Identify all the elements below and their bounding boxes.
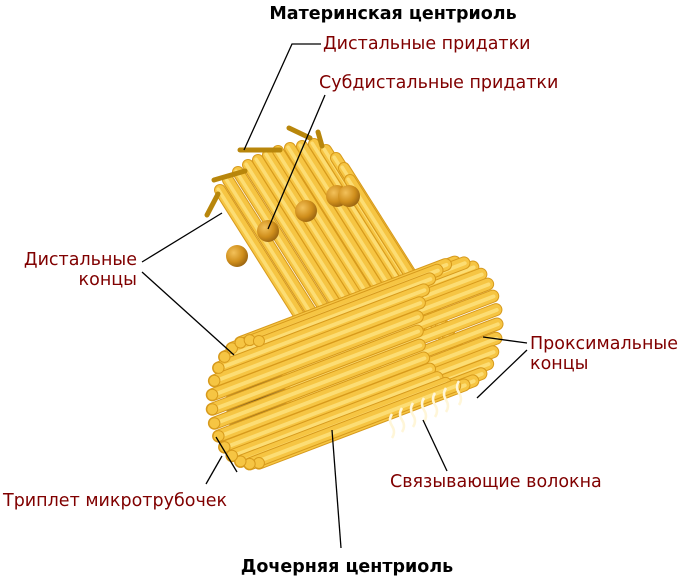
triplet-cross-section [218, 441, 231, 454]
title-mother-centriole: Материнская центриоль [269, 4, 516, 24]
daughter-microtubule [205, 310, 424, 402]
connecting-fiber [409, 402, 417, 428]
daughter-microtubule [225, 371, 444, 463]
daughter-microtubule [243, 379, 462, 471]
leader-distal-ends-a [141, 212, 223, 263]
connecting-fibers [388, 380, 463, 439]
connecting-fiber [398, 407, 406, 433]
distal-appendage [204, 191, 221, 218]
subdistal-appendage [226, 245, 248, 267]
leader-distal-ends-b [141, 271, 235, 356]
label-distal-ends-1: Дистальные [24, 250, 137, 270]
triplet-cross-section [218, 350, 231, 363]
connecting-fiber [420, 397, 428, 423]
subdistal-appendages-group [226, 185, 360, 267]
leader-subdistal-appendages [267, 94, 326, 230]
daughter-microtubule [212, 283, 431, 375]
leader-lines [141, 43, 528, 549]
triplet-cross-section [206, 388, 219, 401]
triplet-cross-section [212, 430, 225, 443]
leader-triplet-a [205, 455, 223, 485]
connecting-fiber [442, 387, 450, 413]
label-connecting-fibers: Связывающие волокна [390, 472, 602, 492]
leader-distal-appendages [243, 43, 321, 151]
subdistal-appendage [257, 220, 279, 242]
daughter-centriole [205, 255, 471, 471]
daughter-microtubule [205, 324, 424, 416]
subdistal-appendage [338, 185, 360, 207]
leader-proximal-ends-a [482, 336, 528, 344]
label-proximal-ends-1: Проксимальные [530, 334, 678, 354]
distal-appendages-group [204, 125, 325, 218]
connecting-fiber [455, 380, 463, 406]
triplet-cross-section [206, 403, 219, 416]
distal-appendage [211, 168, 248, 183]
subdistal-appendage [295, 200, 317, 222]
distal-appendage [315, 129, 325, 149]
label-subdistal-appendages: Субдистальные придатки [319, 73, 558, 93]
distal-appendage [286, 125, 313, 141]
daughter-microtubule [207, 296, 426, 388]
label-triplet: Триплет микротрубочек [2, 491, 227, 511]
daughter-microtubule [212, 351, 431, 443]
triplet-cross-section [208, 374, 221, 387]
triplet-cross-section [208, 417, 221, 430]
leader-triplet-b [215, 436, 238, 473]
triplet-cross-section [252, 334, 265, 347]
connecting-fiber [388, 413, 396, 439]
triplet-cross-section [234, 455, 247, 468]
label-distal-appendages: Дистальные придатки [323, 34, 531, 54]
leader-proximal-ends-b [476, 349, 528, 399]
label-distal-ends-2: концы [79, 270, 137, 290]
daughter-microtubule [207, 338, 426, 430]
leader-connecting-fibers [422, 419, 448, 472]
leader-daughter [331, 429, 342, 549]
daughter-microtubule [218, 362, 437, 454]
triplet-cross-section [212, 361, 225, 374]
title-daughter-centriole: Дочерняя центриоль [241, 557, 453, 577]
label-proximal-ends-2: концы [530, 354, 588, 374]
connecting-fiber [431, 392, 439, 418]
